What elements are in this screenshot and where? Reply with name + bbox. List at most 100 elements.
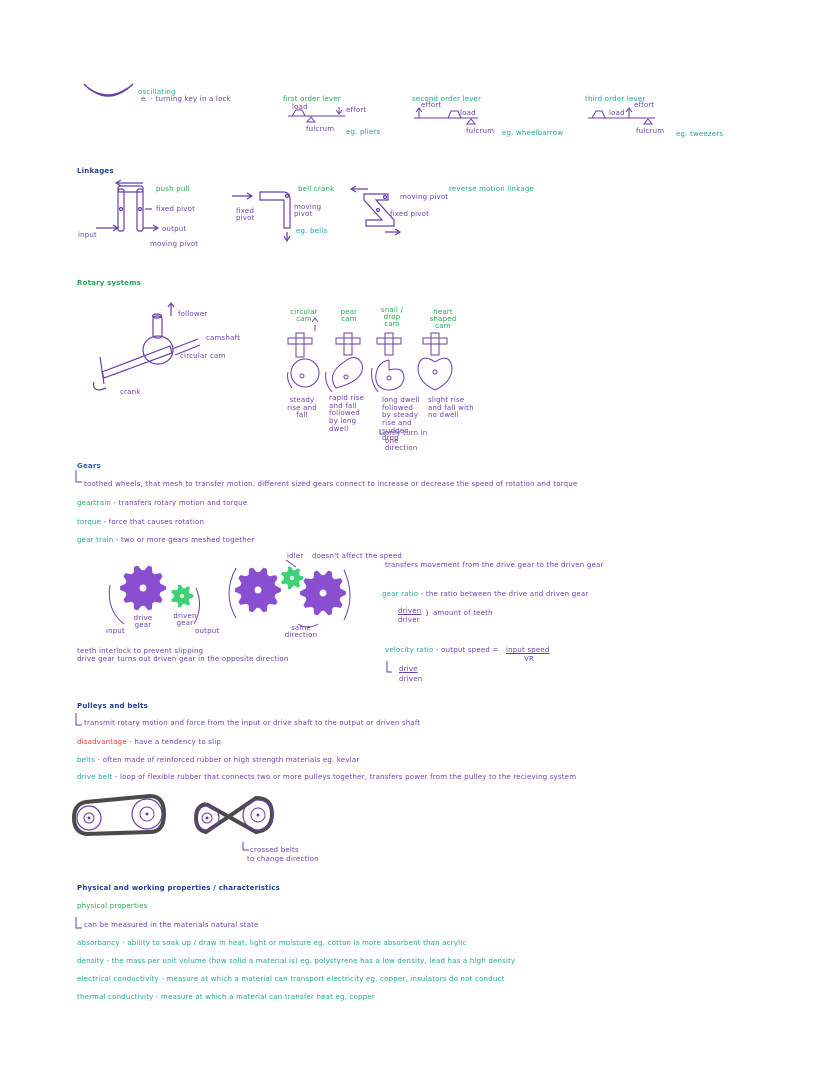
gears-heading: Gears [77, 462, 101, 470]
belts-term: belts [77, 756, 96, 764]
circular-cam-diagram [287, 317, 320, 389]
electrical-conductivity-line: electrical conductivity - measure at whi… [77, 975, 505, 983]
geartrain-line: geartrain - transfers rotary motion and … [77, 499, 248, 507]
cam2-name: pear cam [340, 308, 358, 323]
bell-crank-fixed-pivot-label: fixed pivot [236, 207, 255, 222]
cam3-note: only turn in one direction [385, 429, 428, 453]
moving-pivot-label: moving pivot [150, 240, 199, 248]
third-load-label: load [609, 109, 625, 117]
follower-label: follower [178, 310, 208, 318]
teeth-note-2: drive gear turns out driven gear in the … [77, 655, 289, 663]
disadvantage-term: disadvantage [77, 738, 127, 746]
absorbency-line: absorbancy - ability to soak up / draw i… [77, 939, 467, 947]
crank-label: crank [120, 388, 141, 396]
physical-properties-term: physical properties [77, 902, 148, 910]
open-belt-pulley-diagram [71, 793, 167, 837]
same-direction-label: same direction [284, 624, 318, 639]
idler-gear-icon [281, 566, 304, 590]
teeth-note: teeth interlock to prevent slipping [77, 647, 204, 655]
vr-numerator: drive [399, 665, 418, 673]
output-label: output [162, 225, 187, 233]
torque-term: torque [77, 518, 102, 526]
bell-crank-label: bell crank [298, 185, 335, 193]
gear-ratio-line: gear ratio - the ratio between the drive… [382, 590, 589, 598]
reverse-motion-label: reverse motion linkage [449, 185, 534, 193]
first-effort-label: effort [346, 106, 367, 114]
cam4-description: slight rise and fall with no dwell [428, 396, 474, 420]
second-example: eg. wheelbarrow [502, 129, 564, 137]
velocity-ratio-line: velocity ratio - output speed = [385, 646, 499, 654]
velocity-ratio-term: velocity ratio [385, 646, 434, 654]
pulleys-heading: Pulleys and belts [77, 702, 149, 710]
camshaft-label: camshaft [206, 334, 241, 342]
velocity-denominator: VR [524, 655, 535, 663]
crossed-belt-pulley-diagram [193, 795, 275, 835]
gear-train-right-gear-icon [300, 570, 346, 616]
density-line: density - the mass per unit volume (how … [77, 957, 516, 965]
circular-cam-label: circular cam [180, 352, 226, 360]
camshaft-diagram [93, 302, 201, 391]
second-effort-label: effort [421, 101, 442, 109]
torque-line: torque - force that causes rotation [77, 518, 205, 526]
drive-belt-definition: loop of flexible rubber that connects tw… [119, 773, 577, 781]
bell-crank-example: eg. bells [296, 227, 328, 235]
drive-belt-term: drive belt [77, 773, 113, 781]
fixed-pivot-label: fixed pivot [156, 205, 196, 213]
cam1-name: circular cam [290, 308, 318, 323]
physical-properties-definition: can be measured in the materials natural… [84, 921, 259, 929]
linkages-heading: Linkages [77, 167, 114, 175]
input-label: input [78, 231, 98, 239]
third-order-lever-title: third order lever [585, 95, 646, 103]
heart-cam-diagram [417, 332, 453, 391]
idler-note: doesn't affect the speed [312, 552, 403, 560]
crossed-belts-note: crossed belts [250, 846, 299, 854]
torque-definition: force that causes rotation [108, 518, 205, 526]
reverse-fixed-pivot-label: fixed pivot [390, 210, 430, 218]
rotary-heading: Rotary systems [77, 279, 141, 287]
gear-train-line: gear train - two or more gears meshed to… [77, 536, 255, 544]
oscillating-arc-icon [83, 83, 134, 97]
crossed-belts-note-2: to change direction [247, 855, 319, 863]
driven-gear-icon [171, 584, 194, 608]
gear-output-label: output [195, 627, 220, 635]
geartrain-definition: transfers rotary motion and torque [118, 499, 248, 507]
gear-ratio-term: gear ratio [382, 590, 419, 598]
drive-belt-line: drive belt - loop of flexible rubber tha… [77, 773, 577, 781]
ratio-bracket: } [425, 609, 430, 617]
drive-gear-icon [120, 565, 166, 611]
push-pull-linkage-diagram [96, 179, 160, 232]
idler-label: idler [287, 552, 304, 560]
second-order-lever-diagram [414, 107, 478, 125]
hook-arrows [75, 429, 392, 929]
properties-heading: Physical and working properties / charac… [77, 884, 281, 892]
cam3-name: snail / drop cam [380, 306, 404, 328]
reverse-moving-pivot-label: moving pivot [400, 193, 449, 201]
first-order-lever-diagram [288, 107, 345, 123]
oscillating-label: oscillating [138, 88, 176, 96]
bell-crank-diagram [232, 191, 291, 243]
bell-crank-moving-pivot-label: moving pivot [294, 203, 322, 218]
driven-gear-label: driven gear [173, 612, 197, 627]
geartrain-term: geartrain [77, 499, 112, 507]
second-fulcrum-label: fulcrum [466, 127, 495, 135]
push-pull-label: push pull [156, 185, 190, 193]
drive-gear-label: drive gear [133, 614, 153, 629]
snail-cam-diagram [371, 332, 405, 393]
belts-definition: often made of reinforced rubber or high … [102, 756, 360, 764]
cam2-description: rapid rise and fall followed by long dwe… [329, 394, 365, 433]
disadvantage-line: disadvantage - have a tendency to slip [77, 738, 222, 746]
second-load-label: load [460, 109, 476, 117]
ratio-numerator: driven [398, 607, 422, 615]
third-effort-label: effort [634, 101, 655, 109]
gear-input-label: input [106, 627, 126, 635]
thermal-conductivity-line: thermal conductivity - measure at which … [77, 993, 375, 1001]
first-order-lever-title: first order lever [283, 95, 341, 103]
belts-line: belts - often made of reinforced rubber … [77, 756, 360, 764]
gear-train-definition: two or more gears meshed together [121, 536, 255, 544]
gear-train-left-gear-icon [235, 567, 281, 613]
third-fulcrum-label: fulcrum [636, 127, 665, 135]
oscillating-example: e. - turning key in a lock [141, 95, 231, 103]
ratio-denominator: driver [398, 616, 420, 624]
gear-train-term: gear train [77, 536, 114, 544]
second-order-lever-title: second order lever [412, 95, 482, 103]
